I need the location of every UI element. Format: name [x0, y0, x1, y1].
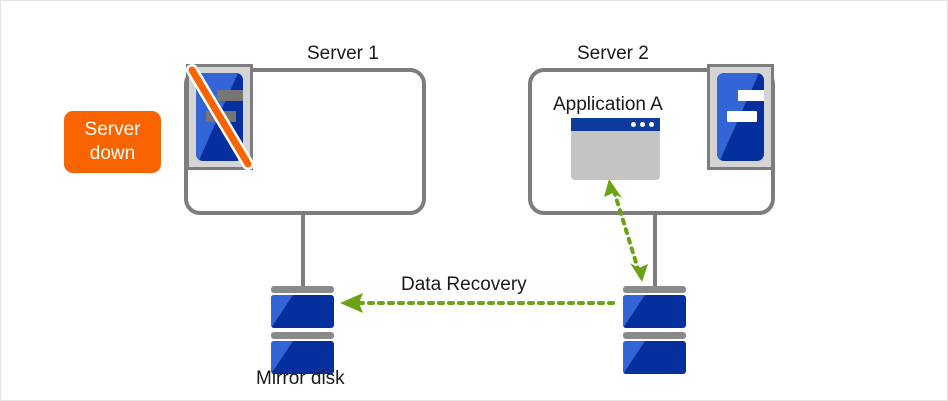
mirror-disk-label: Mirror disk — [256, 368, 345, 389]
app-window-titlebar — [571, 118, 660, 131]
disk-sheen — [271, 341, 293, 374]
machine-bar — [206, 111, 236, 122]
app-window-body — [571, 131, 660, 180]
disk-cap — [623, 332, 686, 339]
application-label: Application A — [553, 94, 663, 115]
server-icon-down — [186, 64, 253, 170]
disk-sheen — [623, 341, 645, 374]
app-window-dot — [631, 122, 636, 127]
disk-cap — [623, 286, 686, 293]
machine-bar — [738, 90, 764, 101]
server1-disk-connector — [301, 214, 305, 288]
status-badge-line2: down — [89, 143, 136, 164]
server2-disk-icon — [623, 286, 686, 378]
server2-title: Server 2 — [577, 43, 649, 64]
arrow-left-icon — [340, 293, 615, 313]
app-window-icon — [571, 118, 660, 180]
disk-platter — [271, 341, 334, 374]
app-window-dot — [640, 122, 645, 127]
disk-platter — [271, 295, 334, 328]
disk-cap — [271, 332, 334, 339]
disk-platter — [623, 341, 686, 374]
server-icon-up — [707, 64, 774, 170]
server2-disk-connector — [653, 214, 657, 288]
app-window-dot — [649, 122, 654, 127]
data-recovery-label: Data Recovery — [401, 274, 527, 295]
disk-sheen — [623, 295, 645, 328]
mirror-disk-icon — [271, 286, 334, 378]
disk-sheen — [271, 295, 293, 328]
server1-title: Server 1 — [307, 43, 379, 64]
status-badge-line1: Server — [84, 119, 141, 140]
machine-bar — [217, 90, 243, 101]
status-badge-server-down: Server down — [64, 111, 161, 173]
disk-platter — [623, 295, 686, 328]
disk-cap — [271, 286, 334, 293]
machine-bar — [727, 111, 757, 122]
